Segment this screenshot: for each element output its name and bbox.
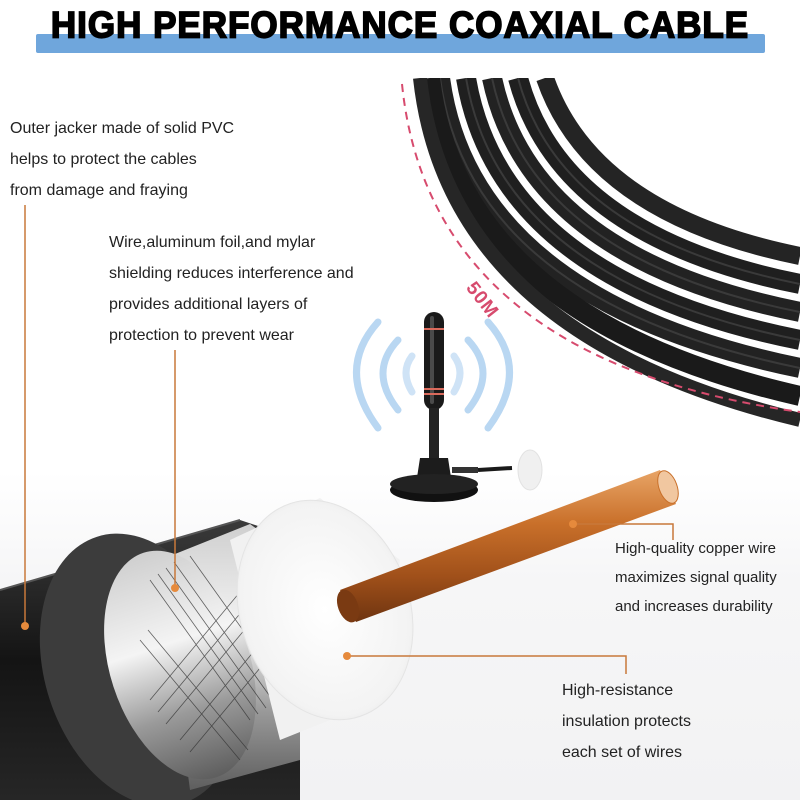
coiled-cable [401,78,800,427]
callout-line: insulation protects [562,713,691,730]
page-title: HIGH PERFORMANCE COAXIAL CABLE [50,4,750,47]
callout-line: from damage and fraying [10,182,188,199]
callout-line: provides additional layers of [109,296,308,313]
title-underline-bar [36,34,765,53]
callout-line: helps to protect the cables [10,151,197,168]
callout-line: High-quality copper wire [615,540,776,557]
callout-line: Outer jacker made of solid PVC [10,120,235,137]
callout-dots [21,520,577,660]
copper-leader [573,523,674,540]
callout-line: shielding reduces interference and [109,265,354,282]
signal-waves-icon [353,318,513,432]
callout-line: protection to prevent wear [109,327,294,344]
callout-line: High-resistance [562,682,674,699]
insulation-leader [347,655,627,674]
leader-lines [24,205,674,674]
callout-shielding: Wire,aluminum foil,and mylar shielding r… [109,227,354,351]
callout-insulation: High-resistance insulation protects each… [562,675,691,768]
callout-line: maximizes signal quality [615,569,777,586]
callout-line: and increases durability [615,598,773,615]
antenna-icon [390,312,543,502]
callout-copper-wire: High-quality copper wire maximizes signa… [615,534,777,621]
callout-line: Wire,aluminum foil,and mylar [109,234,316,251]
length-dashed-arc [401,83,800,413]
callout-line: each set of wires [562,744,683,761]
coaxial-cable-cutaway [0,470,679,800]
header: HIGH PERFORMANCE COAXIAL CABLE [0,0,800,70]
callout-outer-jacket: Outer jacker made of solid PVC helps to … [10,113,234,206]
